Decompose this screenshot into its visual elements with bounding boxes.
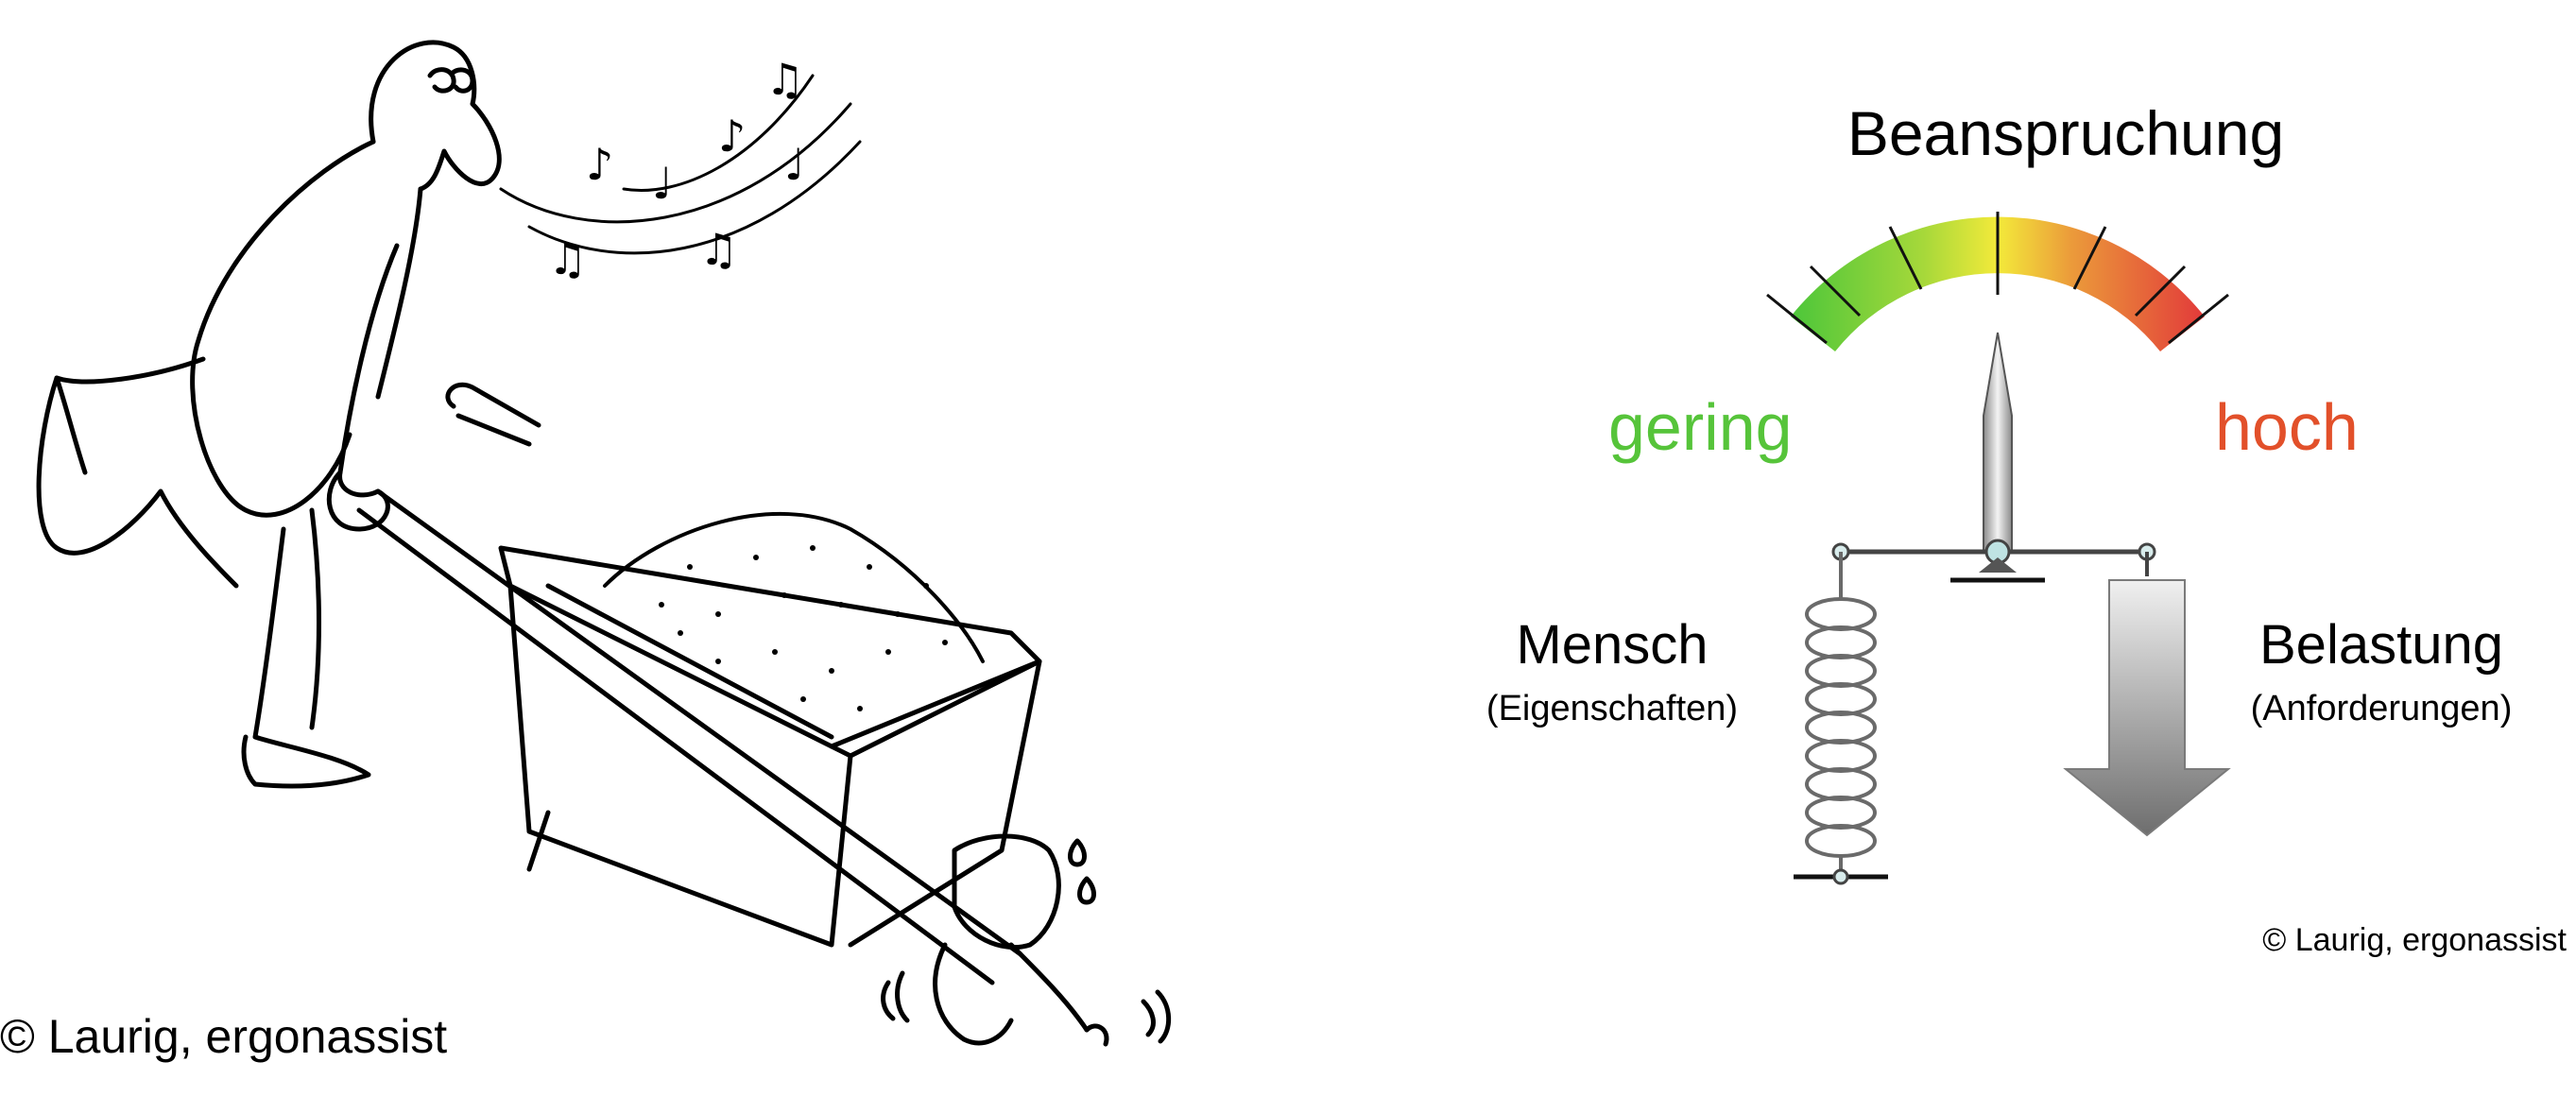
svg-text:♩: ♩ [784, 139, 805, 190]
load-arrow [2063, 579, 2231, 837]
gauge-ticks [1766, 212, 2229, 345]
gauge-needle [1983, 332, 2013, 553]
svg-text:♫: ♫ [548, 233, 587, 284]
load-sublabel: (Anforderungen) [2251, 689, 2513, 728]
gauge-arc [1791, 216, 2205, 351]
gauge-low-label: gering [1608, 390, 1793, 464]
strain-diagram: Beanspruchung gering hoch [1361, 0, 2576, 1096]
svg-text:♫: ♫ [699, 224, 738, 275]
wheelbarrow-illustration: ♪ ♩ ♪ ♫ ♫ ♫ ♩ [36, 40, 1172, 1047]
human-label: Mensch [1516, 614, 1708, 676]
svg-text:♩: ♩ [652, 158, 673, 209]
strain-balance-diagram: Beanspruchung gering hoch [1486, 98, 2567, 958]
cartoon-copyright: © Laurig, ergonassist [0, 1010, 448, 1063]
wheelbarrow-cartoon: ♪ ♩ ♪ ♫ ♫ ♫ ♩ © Laurig, ergonassist [0, 0, 1191, 1096]
spring-icon [1805, 552, 1877, 877]
svg-text:♫: ♫ [765, 54, 804, 105]
svg-text:♪: ♪ [586, 139, 613, 190]
diagram-copyright: © Laurig, ergonassist [2262, 922, 2567, 958]
diagram-title: Beanspruchung [1847, 98, 2284, 168]
load-label: Belastung [2259, 614, 2503, 676]
svg-text:♪: ♪ [718, 111, 746, 162]
human-sublabel: (Eigenschaften) [1486, 689, 1738, 728]
gauge-high-label: hoch [2215, 390, 2359, 464]
